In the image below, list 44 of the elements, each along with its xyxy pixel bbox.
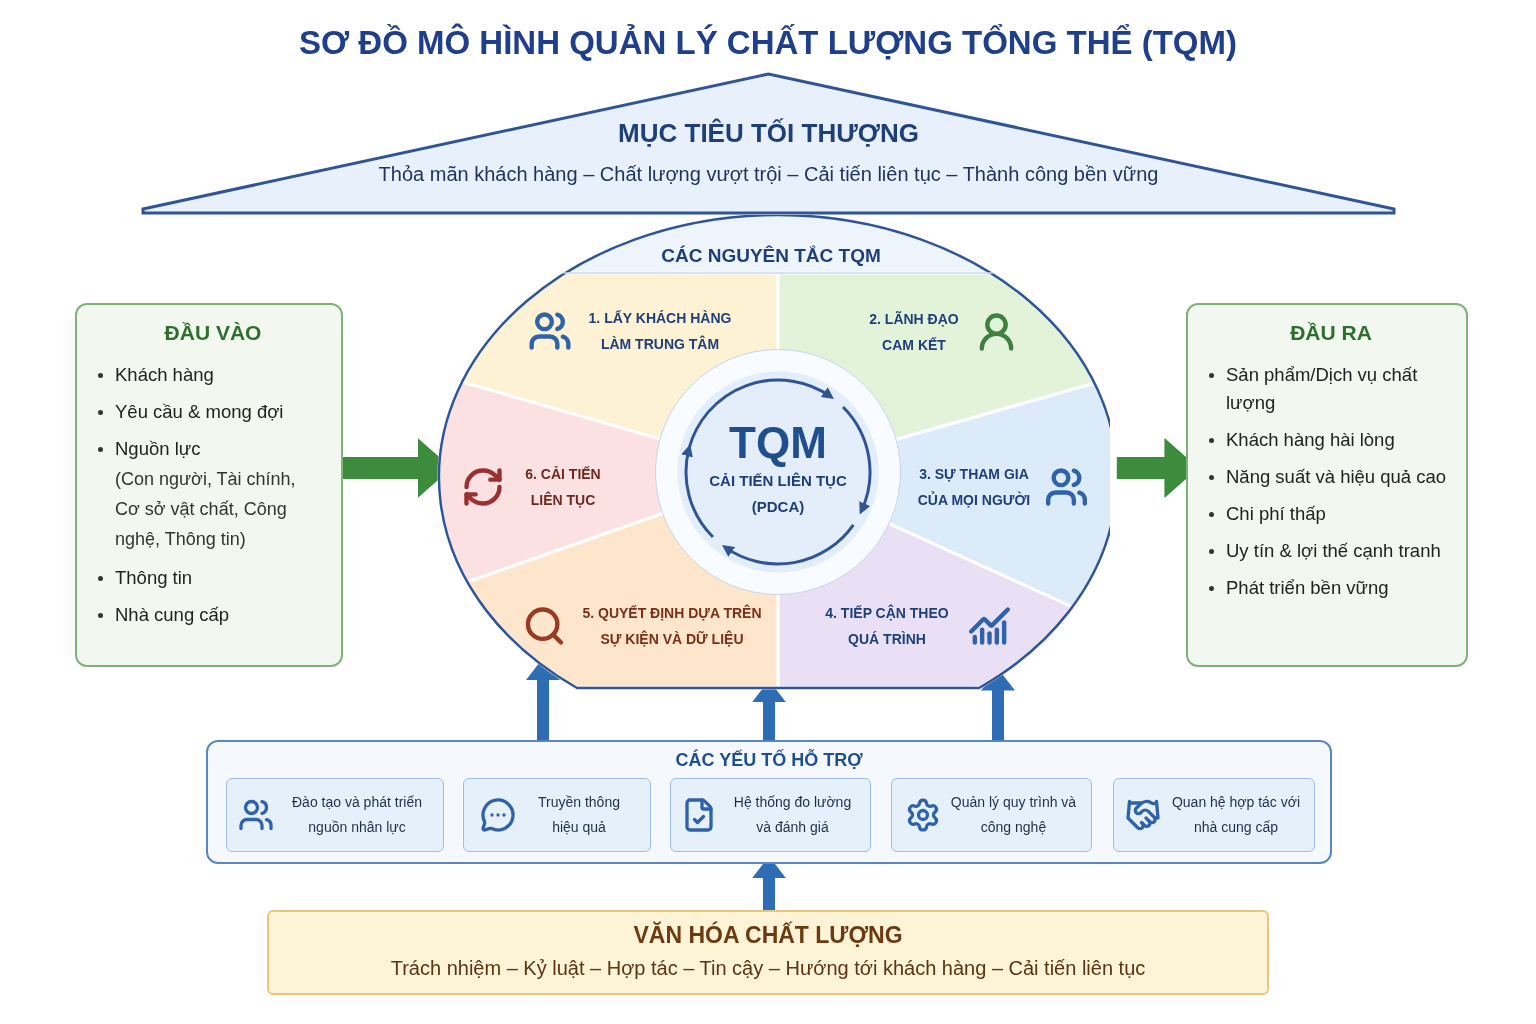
roof-banner xyxy=(140,70,1397,216)
support-item xyxy=(891,778,1092,852)
item-label: Quản lý quy trình và công nghệ xyxy=(949,793,1078,837)
bullet-item: Nguồn lực xyxy=(95,435,331,463)
list-subtext: (Con người, Tài chính, Cơ sở vật chất, Công nghệ, Thông tin) xyxy=(114,468,297,551)
principle-label: 1. LẤY KHÁCH HÀNG LÀM TRUNG TÂM xyxy=(587,309,733,354)
principle-label: 2. LÃNH ĐẠO CAM KẾT xyxy=(868,310,960,355)
bullet-item: Thông tin xyxy=(95,564,331,592)
principle-label: 4. TIẾP CẬN THEO QUÁ TRÌNH xyxy=(824,603,950,649)
bullet-item: Uy tín & lợi thế cạnh tranh xyxy=(1206,537,1456,565)
panel-heading: CÁC YẾU TỐ HỖ TRỢ xyxy=(674,750,864,771)
item-label: Đào tạo và phát triển nguồn nhân lực xyxy=(291,793,423,837)
bullet-item: Phát triển bền vững xyxy=(1206,574,1456,602)
culture-text: Trách nhiệm – Kỷ luật – Hợp tác – Tin cậy – Hướng tới khách hàng – Cải tiến liên tục xyxy=(390,957,1146,980)
item-label: Hệ thống đo lường và đánh giá xyxy=(732,793,853,837)
support-item xyxy=(1113,778,1315,852)
culture-banner xyxy=(267,910,1269,995)
bullet-item: Chi phí thấp xyxy=(1206,500,1456,528)
support-panel xyxy=(206,740,1332,864)
bullet-item: Khách hàng hài lòng xyxy=(1206,426,1456,454)
support-item xyxy=(226,778,444,852)
circle-heading: CÁC NGUYÊN TẮC TQM xyxy=(660,245,882,267)
core-title: TQM xyxy=(729,418,827,468)
bullet-item: Sản phẩm/Dịch vụ chất lượng xyxy=(1206,361,1456,417)
bullet-item: Nhà cung cấp xyxy=(95,601,331,629)
support-item xyxy=(670,778,871,852)
roof-text: Thỏa mãn khách hàng – Chất lượng vượt trội – Cải tiến liên tục – Thành công bền vững xyxy=(378,163,1159,186)
roof-heading: MỤC TIÊU TỐI THƯỢNG xyxy=(618,118,919,149)
principle-label: 5. QUYẾT ĐỊNH DỰA TRÊN SỰ KIỆN VÀ DỮ LIỆU xyxy=(581,603,763,649)
item-label: Truyền thông hiệu quả xyxy=(537,793,621,837)
bullet-item: Khách hàng xyxy=(95,361,331,389)
principle-label: 3. SỰ THAM GIA CỦA MỌI NGƯỜI xyxy=(916,465,1032,510)
principle-label: 6. CẢI TIẾN LIÊN TỤC xyxy=(524,465,602,510)
bullet-item: Yêu cầu & mong đợi xyxy=(95,398,331,426)
culture-heading: VĂN HÓA CHẤT LƯỢNG xyxy=(633,922,903,949)
support-item xyxy=(463,778,651,852)
panel-heading: ĐẦU RA xyxy=(1289,321,1373,345)
panel-heading: ĐẦU VÀO xyxy=(163,321,263,345)
list-panel xyxy=(1186,303,1468,667)
item-label: Quan hệ hợp tác với nhà cung cấp xyxy=(1170,793,1302,837)
diagram-title: SƠ ĐỒ MÔ HÌNH QUẢN LÝ CHẤT LƯỢNG TỔNG THỂ (TQM) xyxy=(298,24,1238,62)
list-panel xyxy=(75,303,343,667)
core-subtitle: CẢI TIẾN LIÊN TỤC (PDCA) xyxy=(708,471,848,517)
bullet-item: Năng suất và hiệu quả cao xyxy=(1206,463,1456,491)
